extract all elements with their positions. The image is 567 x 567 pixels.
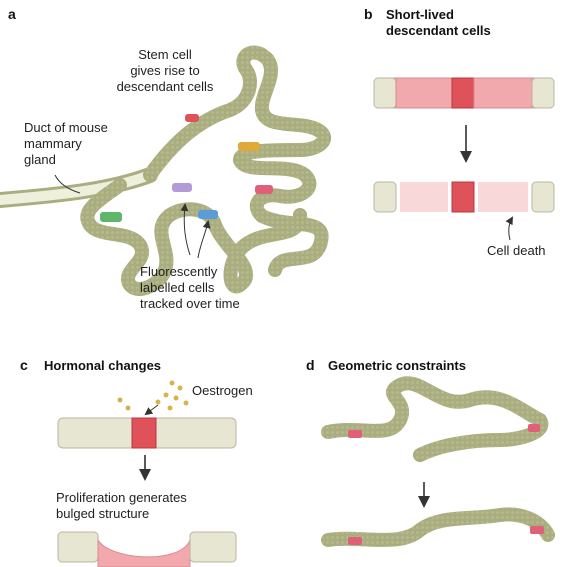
panel-d-artwork — [321, 376, 555, 547]
pink-labelled-cell — [255, 185, 273, 194]
yellow-labelled-cell — [238, 142, 260, 151]
stem-cell-annotation: Stem cell gives rise to descendant cells — [116, 47, 214, 94]
panel-a-annotations — [54, 174, 211, 259]
duct-annotation: Duct of mouse mammary gland — [24, 120, 108, 167]
blue-labelled-cell — [198, 210, 218, 219]
stem-cell-marker — [185, 114, 199, 122]
panel-c-title: Hormonal changes — [44, 358, 162, 373]
oestrogen-label: Oestrogen — [192, 383, 253, 398]
mammary-duct-tree — [0, 45, 331, 296]
proliferation-annotation: Proliferation generates bulged structure — [56, 490, 187, 521]
panel-c-artwork — [57, 380, 237, 567]
labelled-cells — [100, 114, 273, 222]
panel-d-title: Geometric constraints — [328, 358, 466, 373]
panel-c-label: c — [20, 357, 28, 373]
panel-b-title: Short-lived descendant cells — [386, 7, 491, 38]
panel-d-label: d — [306, 357, 315, 373]
cell-death-annotation: Cell death — [487, 243, 546, 258]
panel-b-artwork — [373, 77, 555, 241]
panel-a-label: a — [8, 6, 16, 22]
purple-labelled-cell — [172, 183, 192, 192]
green-labelled-cell — [100, 212, 122, 222]
tracked-cells-annotation: Fluorescently labelled cells tracked ove… — [140, 264, 240, 311]
panel-b-label: b — [364, 6, 373, 22]
